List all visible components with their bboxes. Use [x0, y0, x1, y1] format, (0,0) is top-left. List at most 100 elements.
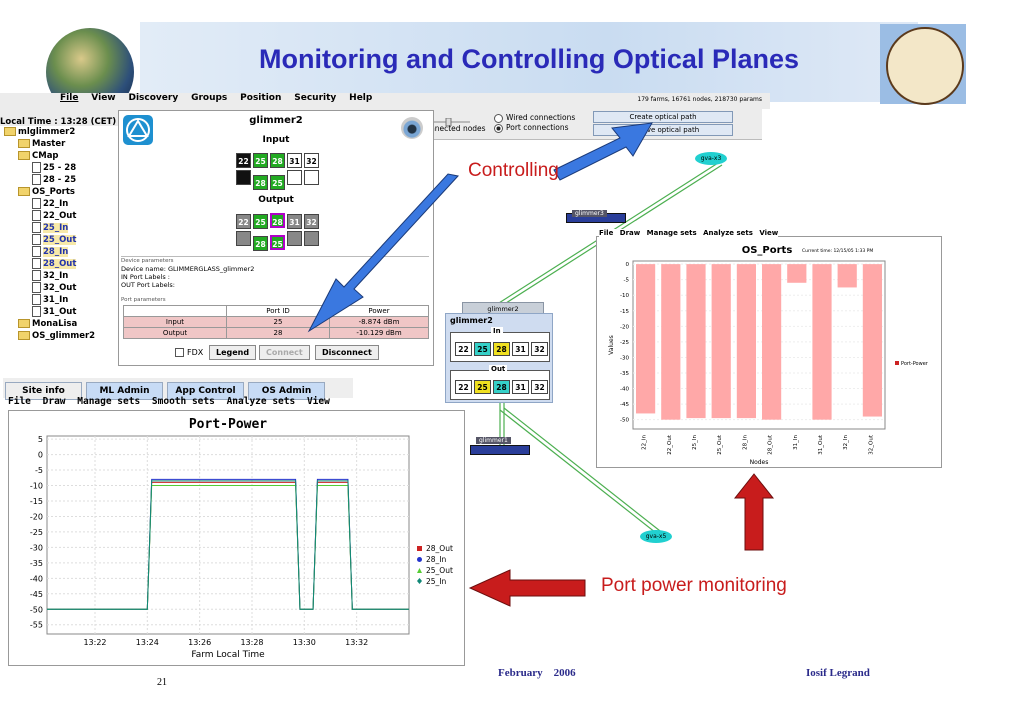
tree-leaf[interactable]: 25 - 28 [0, 162, 120, 174]
chart-menu-manage[interactable]: Manage sets [77, 396, 141, 407]
radio-wired[interactable] [494, 114, 503, 123]
port-cell[interactable] [287, 231, 302, 246]
node-gva-x3[interactable]: gva-x3 [695, 152, 727, 165]
box-port-cell[interactable]: 31 [512, 380, 529, 394]
tree-folder[interactable]: MonaLisa [0, 318, 120, 330]
tree-leaf[interactable]: 25_Out [0, 234, 120, 246]
port-cell[interactable]: 28 [270, 153, 285, 168]
tree-label: OS_Ports [32, 187, 75, 197]
port-cell[interactable] [304, 231, 319, 246]
chart-menu-file[interactable]: File [8, 396, 31, 407]
box-port-cell[interactable]: 28 [493, 342, 510, 356]
tree-folder[interactable]: OS_Ports [0, 186, 120, 198]
port-cell[interactable] [236, 170, 251, 185]
port-cell[interactable]: 32 [304, 153, 319, 168]
remove-optical-path-button[interactable]: Remove optical path [593, 124, 733, 136]
port-cell[interactable]: 25 [270, 175, 285, 190]
tree-leaf[interactable]: 22_Out [0, 210, 120, 222]
tree-leaf[interactable]: 28_In [0, 246, 120, 258]
port-cell[interactable]: 25 [253, 153, 268, 168]
y-tick-label: -55 [30, 621, 43, 630]
tree-leaf[interactable]: 32_In [0, 270, 120, 282]
device-params-panel: Device parameters Device name: GLIMMERGL… [121, 256, 429, 291]
os-menu-file[interactable]: File [599, 229, 614, 237]
tree-leaf[interactable]: 28 - 25 [0, 174, 120, 186]
x-tick-label: 13:30 [293, 638, 316, 647]
box-port-cell[interactable]: 25 [474, 342, 491, 356]
menu-security[interactable]: Security [294, 93, 337, 103]
box-in-label: In [491, 327, 503, 335]
switch-glimmer3[interactable]: glimmer3 [566, 210, 626, 233]
menu-groups[interactable]: Groups [191, 93, 228, 103]
tree-folder[interactable]: OS_glimmer2 [0, 330, 120, 342]
chart-menu-analyze[interactable]: Analyze sets [226, 396, 296, 407]
port-cell[interactable]: 28 [270, 213, 285, 228]
port-cell[interactable]: 28 [253, 236, 268, 251]
menu-file[interactable]: File [60, 93, 79, 103]
input-label: Input [262, 135, 290, 145]
port-cell[interactable]: 31 [287, 153, 302, 168]
menu-help[interactable]: Help [349, 93, 373, 103]
tab-ml-admin[interactable]: ML Admin [86, 382, 163, 400]
document-icon [32, 294, 41, 305]
tree-leaf[interactable]: 25_In [0, 222, 120, 234]
switch-glimmer1[interactable]: glimmer1 [470, 437, 530, 457]
box-port-cell[interactable]: 32 [531, 380, 548, 394]
tree-folder[interactable]: CMap [0, 150, 120, 162]
os-menu-draw[interactable]: Draw [619, 229, 641, 237]
node-gva-x5[interactable]: gva-x5 [640, 530, 672, 543]
port-cell[interactable] [236, 231, 251, 246]
tree-leaf[interactable]: 28_Out [0, 258, 120, 270]
port-cell[interactable]: 31 [287, 214, 302, 229]
os-menu-view[interactable]: View [759, 229, 779, 237]
tree-folder[interactable]: mlglimmer2 [0, 126, 120, 138]
tab-site-info[interactable]: Site info [5, 382, 82, 400]
tab-os-admin[interactable]: OS Admin [248, 382, 325, 400]
tree-folder[interactable]: Master [0, 138, 120, 150]
port-cell[interactable]: 28 [253, 175, 268, 190]
chart-menu-smooth[interactable]: Smooth sets [151, 396, 215, 407]
th-port-id: Port ID [226, 305, 330, 317]
box-port-cell[interactable]: 32 [531, 342, 548, 356]
os-menu-manage[interactable]: Manage sets [646, 229, 697, 237]
menu-discovery[interactable]: Discovery [128, 93, 179, 103]
chart-menu-draw[interactable]: Draw [42, 396, 66, 407]
box-port-cell[interactable]: 25 [474, 380, 491, 394]
port-cell[interactable]: 22 [236, 214, 251, 229]
port-cell[interactable]: 25 [253, 214, 268, 229]
box-port-cell[interactable]: 22 [455, 342, 472, 356]
box-port-cell[interactable]: 28 [493, 380, 510, 394]
tab-app-control[interactable]: App Control [167, 382, 244, 400]
tree-leaf[interactable]: 31_In [0, 294, 120, 306]
tree-label: 32_In [43, 271, 69, 281]
disconnect-button[interactable]: Disconnect [315, 345, 379, 360]
box-port-cell[interactable]: 31 [512, 342, 529, 356]
create-optical-path-button[interactable]: Create optical path [593, 111, 733, 123]
tree-leaf[interactable]: 22_In [0, 198, 120, 210]
menu-position[interactable]: Position [240, 93, 282, 103]
port-cell[interactable]: 25 [270, 235, 285, 250]
tree-label: CMap [32, 151, 59, 161]
port-power-chart: Port-Power50-5-10-15-20-25-30-35-40-45-5… [30, 417, 453, 660]
port-cell[interactable] [304, 170, 319, 185]
port-cell[interactable]: 22 [236, 153, 251, 168]
chart-menu-view[interactable]: View [306, 396, 330, 407]
document-icon [32, 282, 41, 293]
dialog-title: glimmer2 [249, 115, 303, 126]
port-cell[interactable] [287, 170, 302, 185]
fdx-checkbox[interactable]: FDX [175, 348, 203, 357]
radio-port[interactable] [494, 124, 503, 133]
legend-button[interactable]: Legend [209, 345, 257, 360]
tree-leaf[interactable]: 31_Out [0, 306, 120, 318]
tree-label: 28_Out [43, 259, 77, 269]
connect-button[interactable]: Connect [259, 345, 310, 360]
bar-category-label: 31_In [793, 434, 799, 449]
box-port-cell[interactable]: 22 [455, 380, 472, 394]
menu-view[interactable]: View [91, 93, 116, 103]
seal-emblem [886, 27, 964, 105]
os-menu-analyze[interactable]: Analyze sets [703, 229, 753, 237]
zoom-slider[interactable] [432, 111, 472, 127]
port-cell[interactable]: 32 [304, 214, 319, 229]
tree-leaf[interactable]: 32_Out [0, 282, 120, 294]
